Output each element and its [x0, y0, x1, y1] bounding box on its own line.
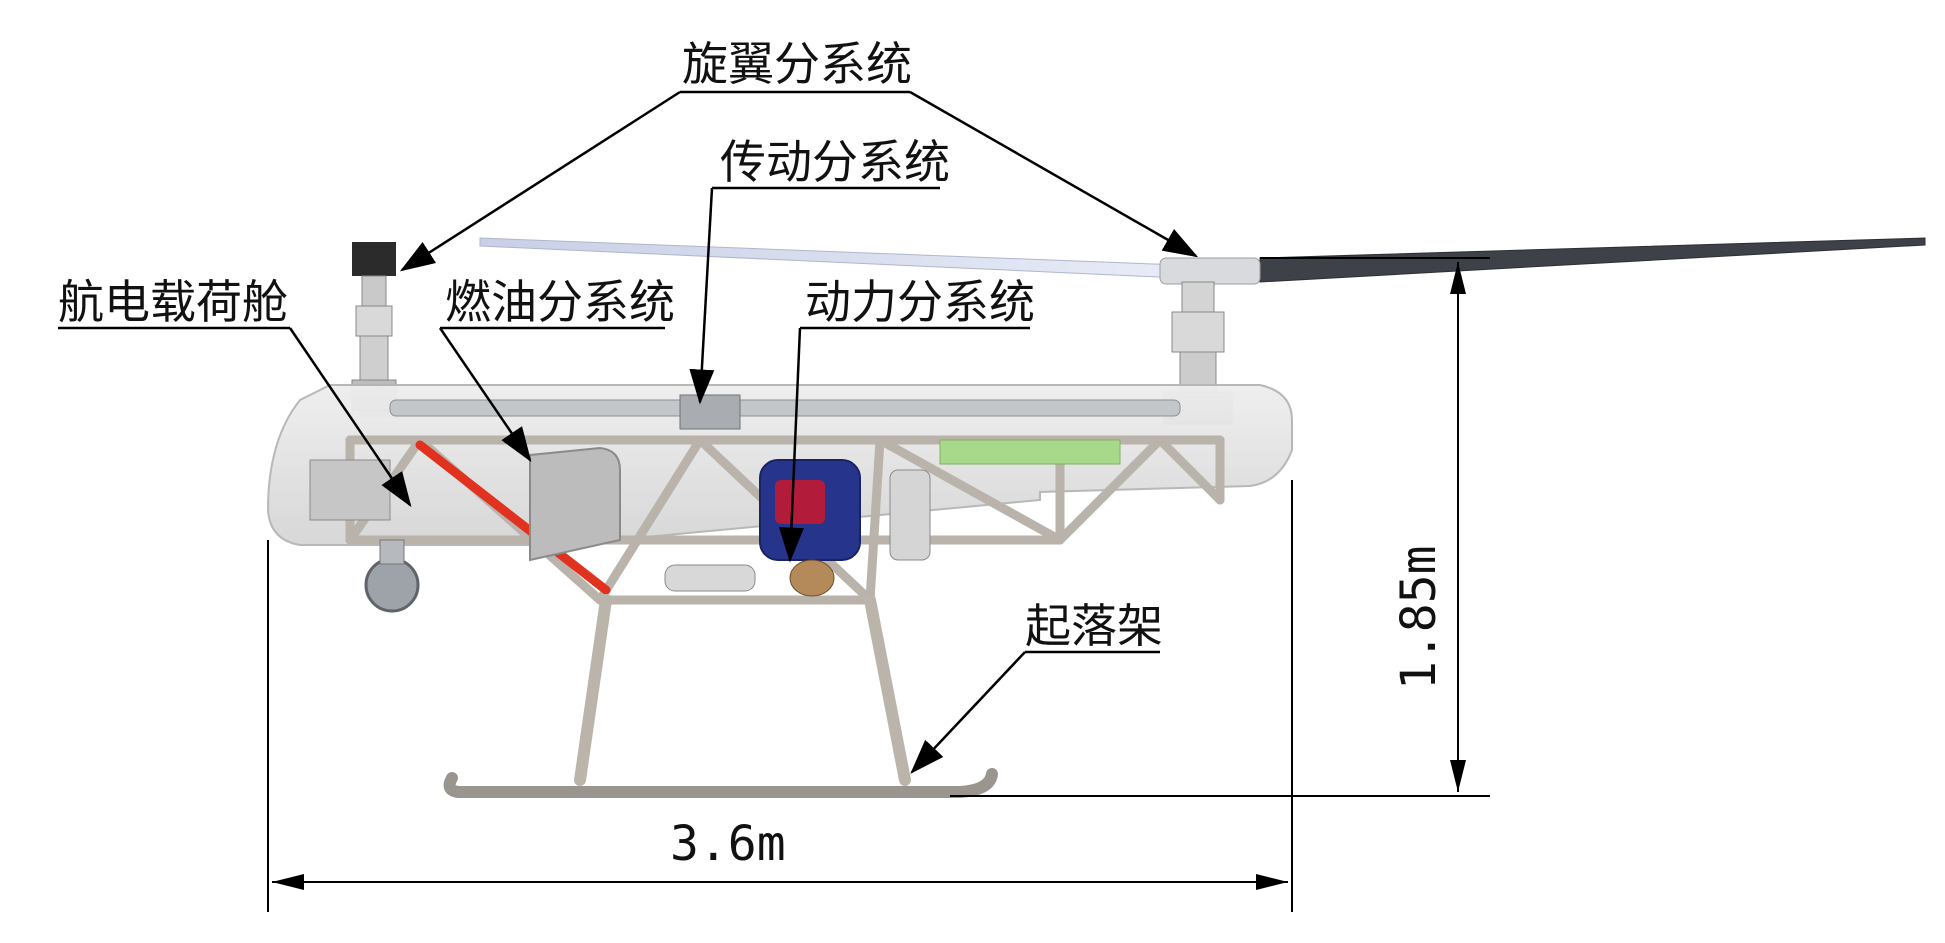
avionics-payload-bay-label: 航电载荷舱 [58, 275, 288, 329]
height-dimension-label: 1.85m [1391, 546, 1447, 691]
rear-rotor-blade [1259, 237, 1926, 283]
power-subsystem-label: 动力分系统 [805, 275, 1035, 329]
front-rotor-blade [479, 237, 1181, 279]
red-strut [415, 440, 611, 595]
height-dimension [950, 257, 1490, 797]
rear-rotor-hub [1159, 257, 1261, 285]
fuel-tank [529, 446, 621, 562]
rear-equipment [889, 439, 1121, 561]
transmission-subsystem-label: 传动分系统 [720, 135, 950, 189]
power-leader [778, 327, 804, 563]
length-dimension-label: 3.6m [670, 816, 786, 872]
camera-pod [364, 557, 420, 613]
avionics-leader [288, 327, 412, 508]
fuel-leader [438, 327, 532, 463]
landing-gear-label: 起落架 [1025, 599, 1163, 653]
avionics-box [309, 459, 391, 521]
rotor-leader-rear [909, 90, 1199, 258]
transmission-leader [689, 187, 715, 405]
landing-gear-leader [910, 651, 1026, 774]
length-dimension [267, 480, 1293, 912]
rotor-leader-front [399, 90, 681, 272]
landing-gear-structure [443, 594, 998, 798]
drive-shaft [389, 399, 1181, 417]
camera-mount [379, 539, 405, 565]
fuel-subsystem-label: 燃油分系统 [445, 275, 675, 329]
rotor-subsystem-label: 旋翼分系统 [682, 37, 912, 91]
transmission-gearbox [679, 394, 741, 430]
